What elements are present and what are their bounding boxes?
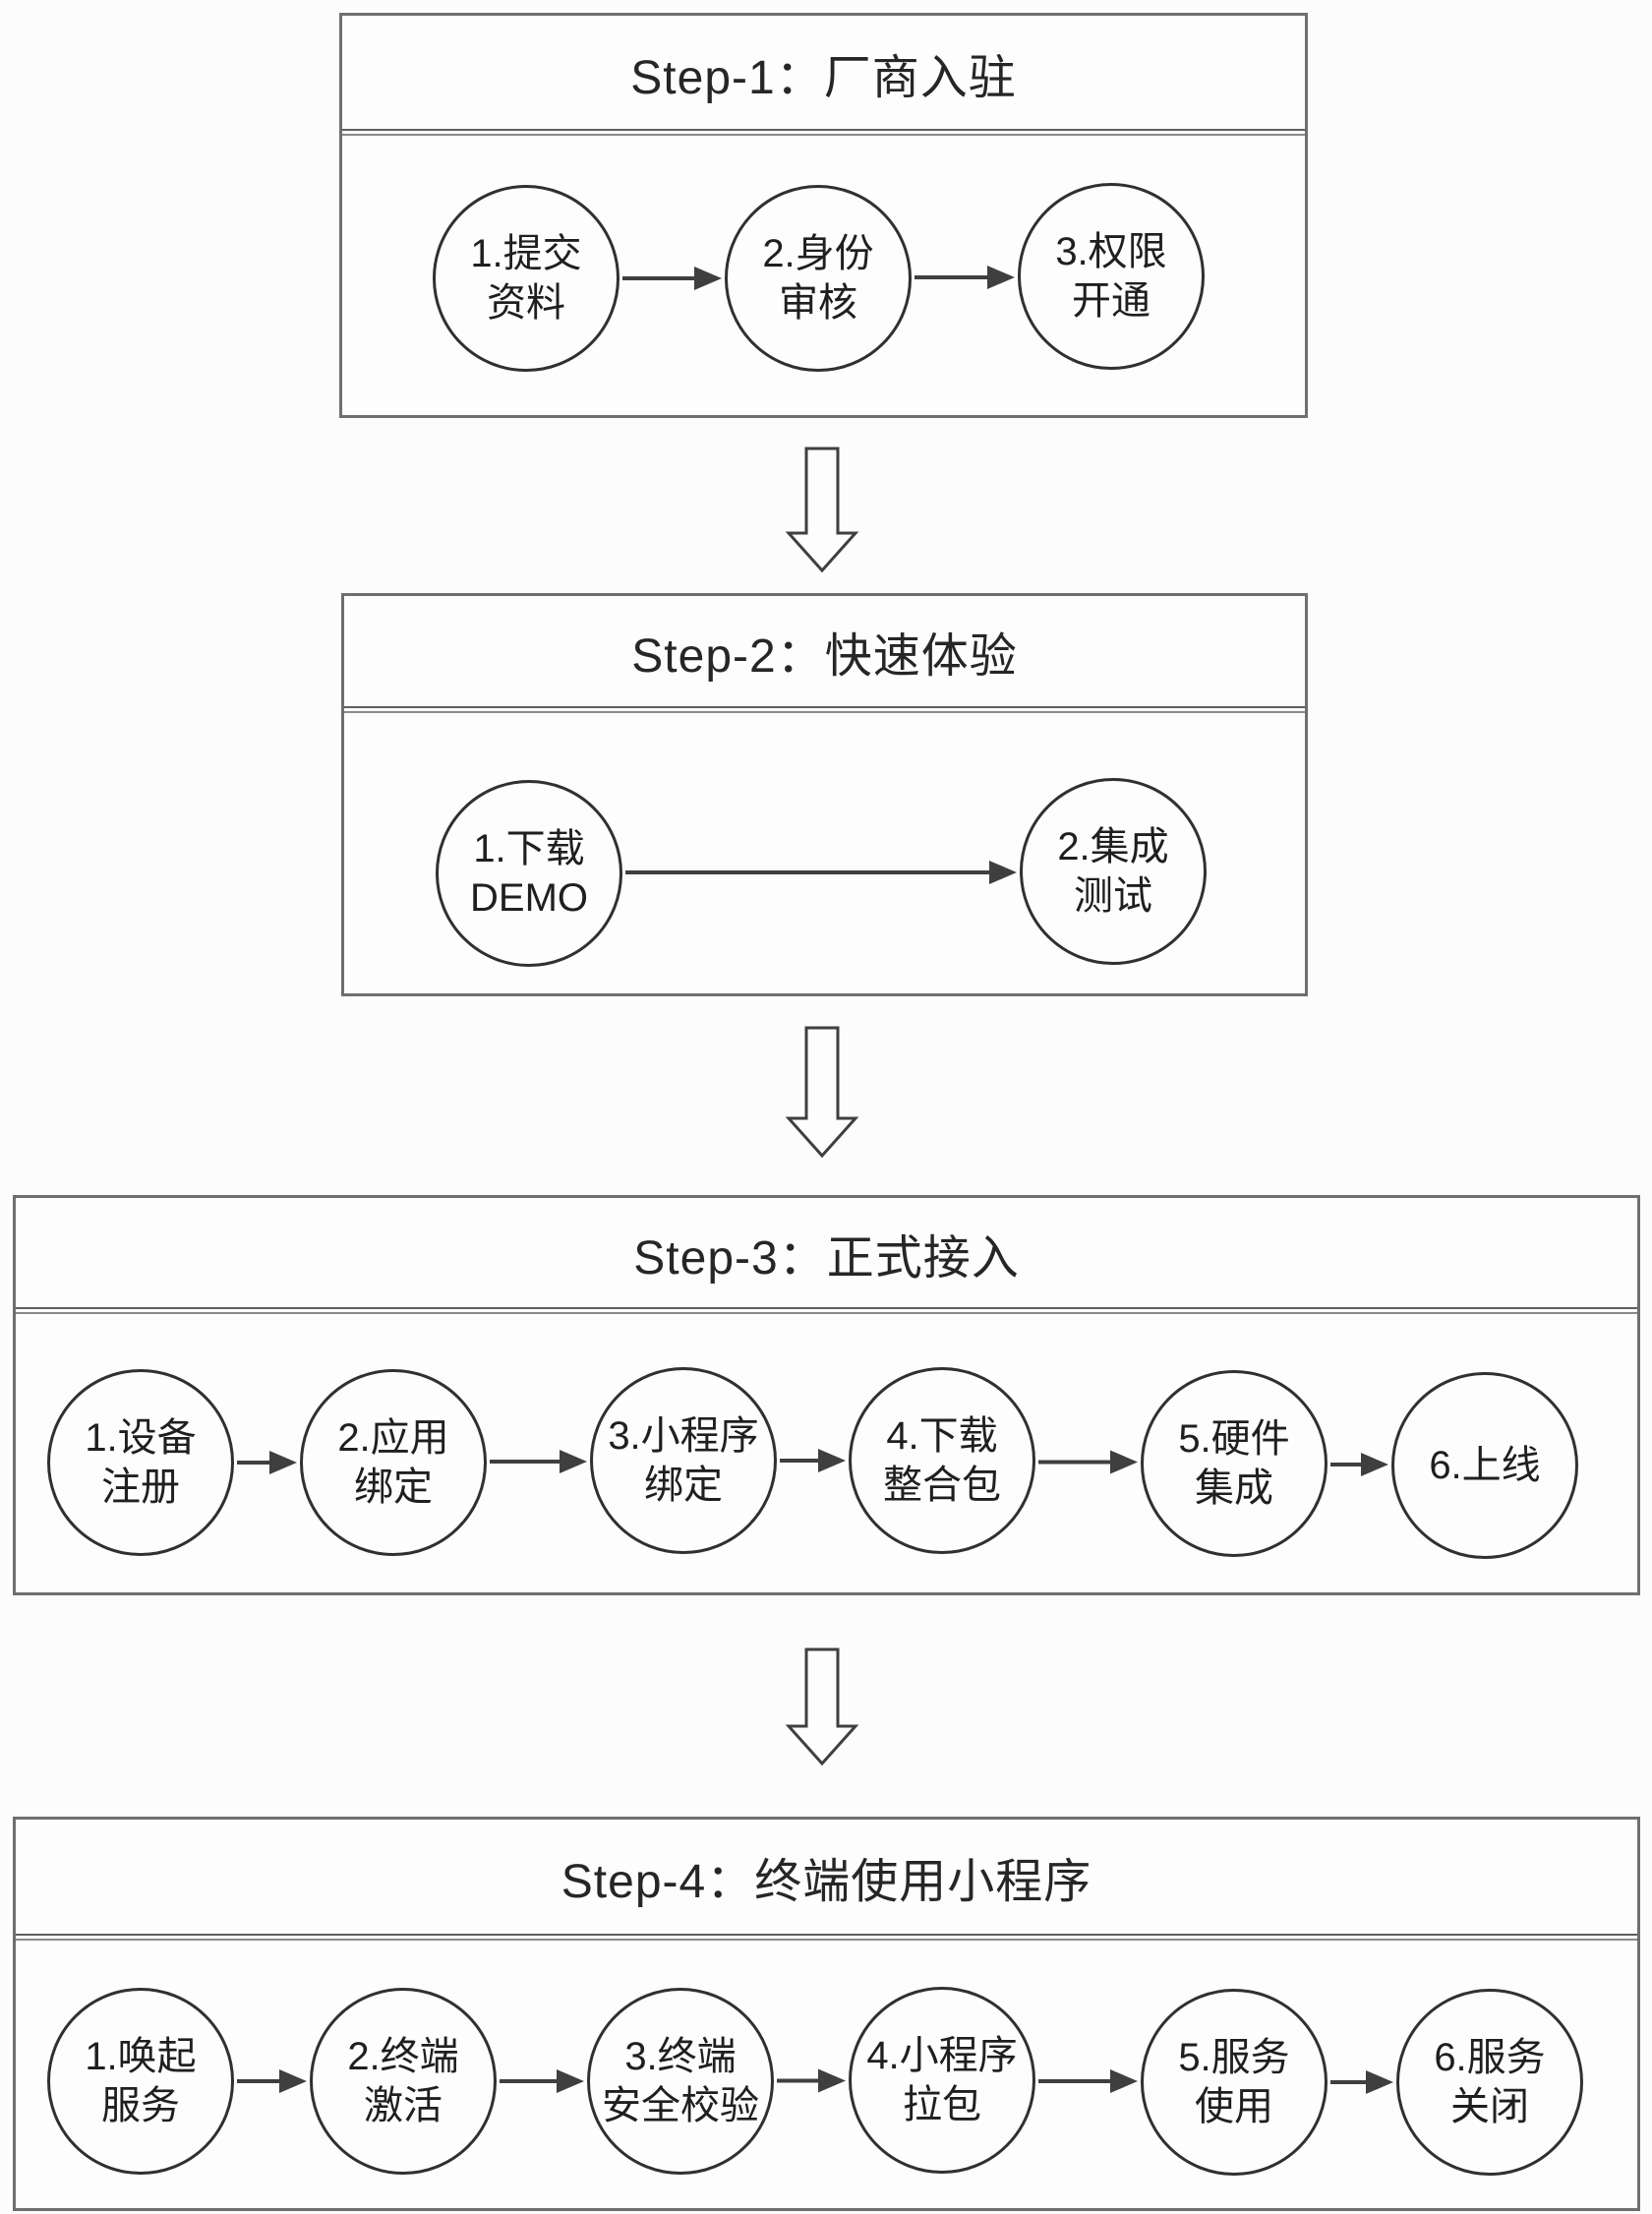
flow-node-label: 6.上线 [1429, 1444, 1541, 1487]
section-body-step-4 [16, 1939, 1637, 2208]
flow-node-label: 安全校验 [602, 2084, 759, 2127]
flow-node-label: 3.终端 [624, 2035, 737, 2078]
down-arrow-icon [785, 1647, 859, 1766]
flow-node-label: DEMO [470, 876, 588, 920]
down-arrow-icon [785, 1026, 859, 1159]
flow-node-step4-5: 5.服务使用 [1141, 1989, 1328, 2176]
flow-node-label: 5.服务 [1178, 2036, 1290, 2079]
section-body-step-1 [342, 134, 1305, 415]
flow-node-label: 资料 [487, 281, 565, 325]
flow-node-step1-3: 3.权限开通 [1018, 183, 1205, 370]
flow-node-label: 2.应用 [337, 1416, 449, 1460]
connector-arrow-icon [622, 267, 722, 290]
connector-arrow-icon [1330, 2070, 1393, 2094]
flow-node-label: 2.终端 [347, 2035, 459, 2078]
flow-node-label: 绑定 [644, 1464, 723, 1507]
section-title-step-3: Step-3：正式接入 [16, 1198, 1637, 1309]
section-body-step-2 [344, 711, 1305, 993]
section-title-step-2: Step-2：快速体验 [344, 596, 1305, 708]
flow-node-label: 整合包 [883, 1464, 1001, 1507]
flow-node-label: 服务 [101, 2084, 180, 2127]
connector-arrow-icon [1330, 1453, 1388, 1476]
flow-node-step3-4: 4.下载整合包 [849, 1367, 1035, 1554]
connector-arrow-icon [237, 2069, 307, 2093]
flow-node-step3-3: 3.小程序绑定 [590, 1367, 777, 1554]
flow-node-label: 2.集成 [1057, 825, 1169, 868]
flow-node-label: 绑定 [354, 1466, 433, 1509]
connector-arrow-icon [237, 1451, 297, 1474]
flow-node-label: 集成 [1195, 1466, 1273, 1510]
flow-node-step4-1: 1.唤起服务 [47, 1988, 234, 2175]
section-box-step-4: Step-4：终端使用小程序 [13, 1817, 1640, 2211]
flow-node-label: 6.服务 [1434, 2036, 1546, 2079]
flow-node-label: 审核 [779, 281, 857, 325]
connector-arrow-icon [490, 1450, 587, 1473]
flow-node-step3-2: 2.应用绑定 [300, 1369, 487, 1556]
flow-node-step3-6: 6.上线 [1391, 1372, 1578, 1559]
connector-arrow-icon [1038, 1450, 1138, 1474]
flow-node-label: 1.下载 [473, 827, 585, 870]
connector-arrow-icon [780, 1449, 846, 1472]
connector-arrow-icon [625, 861, 1017, 884]
connector-arrow-icon [777, 2068, 846, 2093]
flow-node-label: 测试 [1074, 874, 1152, 918]
section-box-step-3: Step-3：正式接入 [13, 1195, 1640, 1595]
down-arrow-icon [785, 447, 859, 573]
flow-node-label: 3.小程序 [608, 1414, 759, 1458]
section-title-step-4: Step-4：终端使用小程序 [16, 1820, 1637, 1936]
flow-node-step4-6: 6.服务关闭 [1396, 1989, 1583, 2176]
flow-node-label: 2.身份 [762, 232, 874, 275]
flow-node-label: 4.小程序 [866, 2034, 1018, 2077]
flow-node-step3-5: 5.硬件集成 [1141, 1370, 1328, 1557]
flow-node-step4-4: 4.小程序拉包 [849, 1987, 1035, 2174]
flow-node-label: 使用 [1195, 2085, 1273, 2128]
flow-node-step1-2: 2.身份审核 [725, 185, 912, 372]
connector-arrow-icon [914, 266, 1015, 289]
flow-node-label: 拉包 [903, 2083, 981, 2126]
section-body-step-3 [16, 1312, 1637, 1592]
flow-node-label: 开通 [1072, 279, 1150, 323]
flow-node-step2-2: 2.集成测试 [1020, 778, 1207, 965]
flow-node-step4-2: 2.终端激活 [310, 1988, 497, 2175]
flow-node-step4-3: 3.终端安全校验 [587, 1988, 774, 2175]
section-title-step-1: Step-1：厂商入驻 [342, 16, 1305, 131]
flow-node-label: 3.权限 [1055, 230, 1167, 273]
flow-node-label: 1.设备 [85, 1416, 197, 1460]
flow-node-label: 关闭 [1450, 2085, 1529, 2128]
connector-arrow-icon [500, 2069, 584, 2093]
flow-node-label: 激活 [364, 2084, 442, 2127]
flow-node-label: 5.硬件 [1178, 1417, 1290, 1461]
flow-node-label: 1.唤起 [85, 2035, 197, 2078]
flow-node-label: 4.下载 [886, 1414, 998, 1458]
connector-arrow-icon [1038, 2069, 1138, 2093]
flow-node-step1-1: 1.提交资料 [433, 185, 620, 372]
flow-node-label: 注册 [101, 1466, 180, 1509]
flow-node-step2-1: 1.下载 DEMO [436, 780, 622, 967]
flow-node-label: 1.提交 [470, 232, 582, 275]
flow-node-step3-1: 1.设备注册 [47, 1369, 234, 1556]
